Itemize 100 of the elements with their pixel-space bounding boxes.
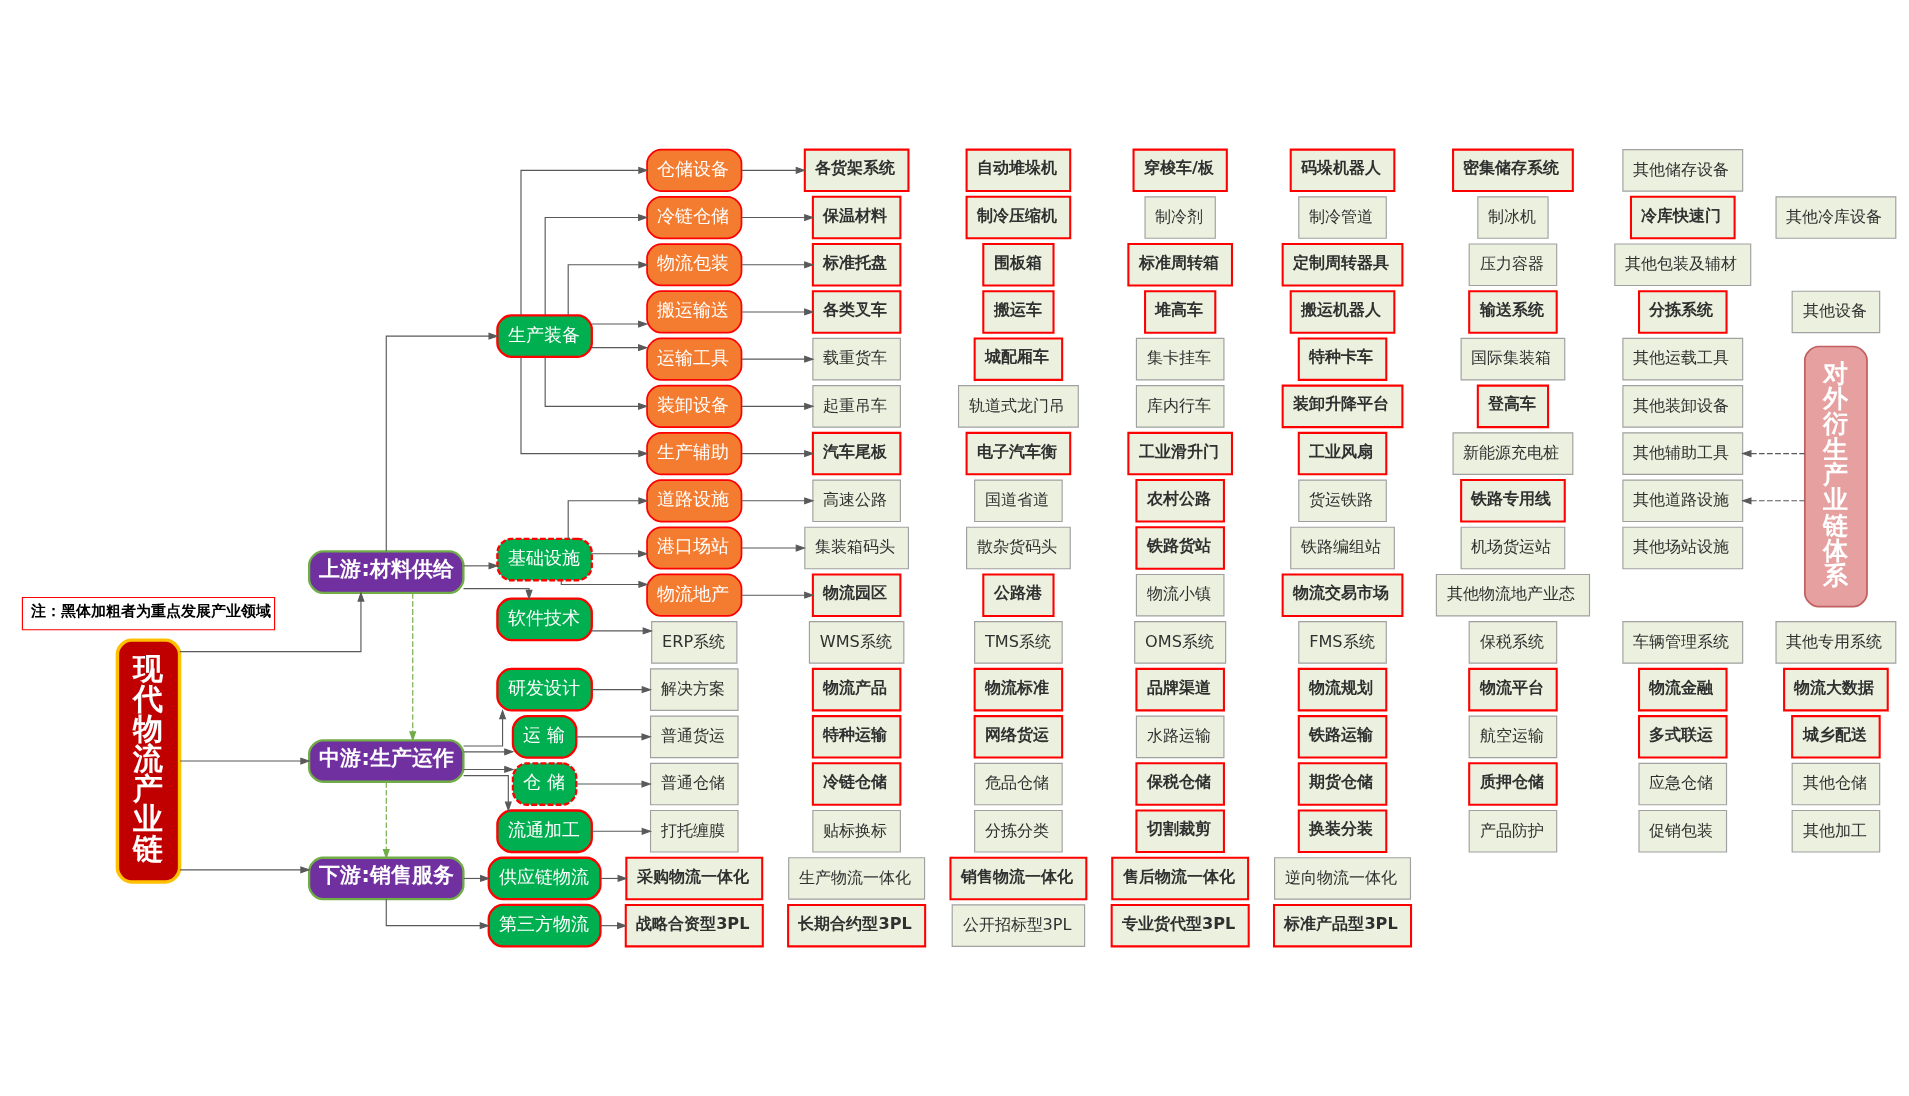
node-box: 物流产品	[811, 667, 902, 712]
node-box: 逆向物流一体化	[1274, 857, 1412, 900]
node-box: WMS系统	[808, 621, 905, 664]
node-box: 物流平台	[1468, 667, 1558, 712]
node-box: 其他设备	[1791, 290, 1881, 334]
node-box: 促销包装	[1638, 809, 1728, 853]
arrow	[591, 550, 649, 558]
node-box: 工业风扇	[1297, 431, 1388, 476]
arrow	[741, 261, 815, 269]
node-box: 分拣分类	[974, 809, 1063, 853]
arrow	[575, 733, 652, 741]
node-box: 高速公路	[812, 479, 901, 523]
node-box: 堆高车	[1144, 290, 1217, 334]
node-box: 专业货代型3PL	[1110, 903, 1250, 948]
arrow	[179, 866, 311, 874]
arrow	[741, 591, 815, 599]
node-box: 仓 储	[511, 762, 578, 806]
arrow	[544, 356, 649, 410]
node-box: 车辆管理系统	[1622, 621, 1744, 664]
node-box: 新能源充电桩	[1452, 432, 1574, 475]
node-box: 软件技术	[496, 597, 593, 642]
node-box: 其他道路设施	[1622, 479, 1744, 523]
node-box: 货运铁路	[1298, 479, 1387, 523]
node-box: 搬运输送	[646, 290, 743, 334]
node-box: 道路设施	[646, 479, 743, 523]
arrow	[741, 213, 815, 222]
node-box: 集卡挂车	[1135, 337, 1225, 381]
node-box: 研发设计	[496, 667, 593, 712]
node-box: 农村公路	[1135, 479, 1225, 523]
node-box: 期货仓储	[1297, 762, 1388, 806]
node-box: 生产物流一体化	[788, 857, 926, 900]
node-box: 标准周转箱	[1127, 243, 1234, 287]
node-box: 各货架系统	[803, 148, 910, 193]
node-box: 现代物流产业链	[115, 638, 182, 884]
arrow	[463, 775, 512, 812]
node-box: 其他专用系统	[1775, 621, 1897, 664]
arrow	[179, 757, 311, 765]
node-box: 定制周转器具	[1281, 243, 1404, 287]
arrow	[544, 213, 649, 316]
node-box: 分拣系统	[1638, 290, 1728, 334]
node-box: 起重吊车	[812, 385, 901, 428]
node-box: 物流地产	[646, 573, 743, 617]
arrow	[567, 497, 649, 540]
node-box: 机场货运站	[1460, 526, 1566, 570]
node-box: 物流园区	[811, 573, 902, 617]
node-box: 应急仓储	[1638, 762, 1728, 806]
node-box: 第三方物流	[487, 903, 602, 948]
node-box: 采购物流一体化	[625, 856, 764, 901]
node-box: 其他物流地产业态	[1435, 573, 1591, 617]
node-box: ERP系统	[651, 621, 738, 664]
node-box: 航空运输	[1468, 715, 1558, 759]
node-box: 物流交易市场	[1281, 573, 1404, 617]
node-box: 解决方案	[649, 668, 739, 711]
node-box: 密集储存系统	[1452, 148, 1574, 193]
node-box: 公开招标型3PL	[951, 904, 1086, 947]
node-box: 集装箱码头	[804, 526, 909, 570]
node-box: 其他场站设施	[1622, 526, 1744, 570]
arrow	[463, 562, 499, 570]
node-box: 水路运输	[1135, 715, 1225, 759]
arrow	[591, 827, 653, 835]
node-box: 售后物流一体化	[1111, 856, 1250, 901]
node-box: 其他仓储	[1791, 762, 1881, 806]
node-box: 对外衍生产业链体系	[1803, 345, 1868, 608]
node-box: 生产装备	[496, 314, 593, 358]
node-box: 铁路编组站	[1290, 526, 1395, 570]
arrow	[520, 166, 649, 316]
node-box: 工业滑升门	[1127, 431, 1234, 476]
node-box: 长期合约型3PL	[787, 903, 927, 948]
node-box: 轨道式龙门吊	[957, 385, 1079, 428]
node-box: 打托缠膜	[649, 809, 739, 853]
node-box: 国际集装箱	[1460, 337, 1566, 381]
node-box: 普通仓储	[649, 762, 739, 806]
node-box: 普通货运	[649, 715, 739, 759]
node-box: 公路港	[982, 573, 1055, 617]
node-box: 冷链仓储	[646, 195, 743, 240]
node-box: 战略合资型3PL	[624, 903, 764, 948]
node-box: 搬运机器人	[1289, 290, 1396, 334]
node-box: 港口场站	[646, 526, 743, 570]
node-box: 中游:生产运作	[307, 739, 465, 783]
node-box: 其他运载工具	[1622, 337, 1744, 381]
node-box: 散杂货码头	[966, 526, 1071, 570]
arrow	[463, 765, 515, 774]
node-box: 基础设施	[496, 537, 593, 582]
node-box: 其他加工	[1791, 809, 1881, 853]
node-box: 贴标换标	[812, 809, 901, 853]
node-box: 运输工具	[646, 337, 743, 381]
node-box: 物流规划	[1297, 667, 1388, 712]
node-box: 各类叉车	[811, 290, 902, 334]
node-box: 物流大数据	[1783, 667, 1889, 712]
arrow	[462, 588, 533, 601]
node-box: 库内行车	[1135, 385, 1225, 428]
node-box: 铁路专用线	[1460, 479, 1566, 523]
node-box: 物流小镇	[1135, 573, 1225, 617]
node-box: 仓储设备	[646, 148, 743, 192]
node-box: 其他辅助工具	[1622, 432, 1744, 475]
arrow	[385, 332, 499, 552]
arrow	[179, 591, 365, 653]
node-box: 载重货车	[812, 337, 901, 381]
node-box: 生产辅助	[646, 432, 743, 476]
node-box: 铁路货站	[1135, 526, 1225, 570]
